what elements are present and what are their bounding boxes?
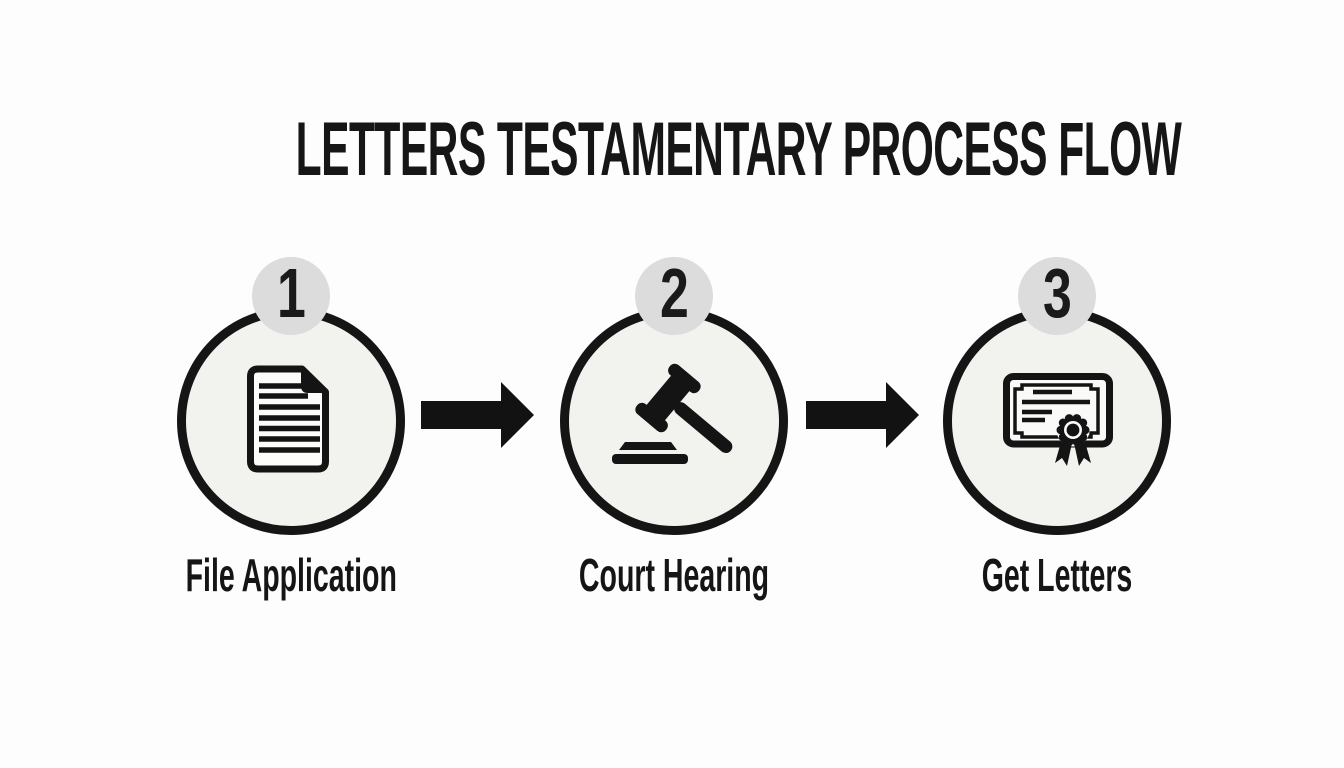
step-2-circle [560,307,788,535]
gavel-icon [612,363,733,464]
certificate-icon [1003,373,1113,466]
step-2-label: Court Hearing [578,549,770,601]
arrow-right-icon [421,382,534,448]
arrow-right-icon [806,382,919,448]
step-3-number: 3 [1042,254,1072,332]
step-2-number: 2 [659,254,689,332]
step-1-label: File Application [185,549,397,601]
step-1-number: 1 [276,254,306,332]
page-title: LETTERS TESTAMENTARY PROCESS FLOW [295,107,1182,192]
step-3-number-badge: 3 [1018,257,1096,335]
step-1-number-badge: 1 [252,257,330,335]
step-2-number-badge: 2 [635,257,713,335]
step-3-label: Get Letters [981,549,1133,601]
document-icon [247,365,329,473]
